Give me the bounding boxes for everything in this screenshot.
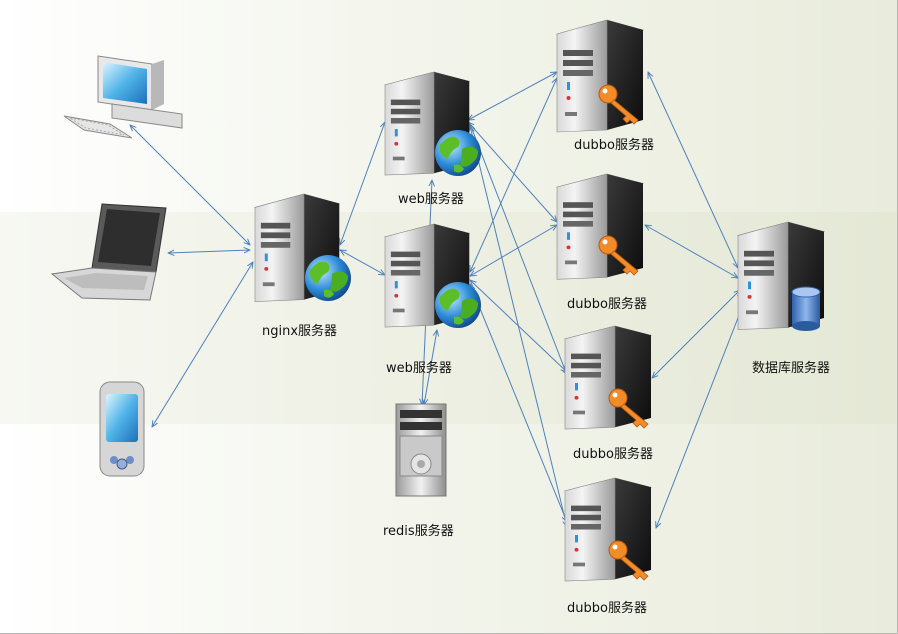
nginx-server-icon [254,193,351,303]
dubbo-server-1-icon [556,19,644,133]
redis-server-label: redis服务器 [383,524,454,539]
desktop-computer-icon [63,55,183,139]
dubbo-server-4-label: dubbo服务器 [567,601,647,616]
web-server-2-label: web服务器 [386,361,452,376]
dubbo-server-3-label: dubbo服务器 [573,447,653,462]
nginx-server-label: nginx服务器 [262,324,338,339]
dubbo-server-1-label: dubbo服务器 [574,138,654,153]
web-server-2-icon [384,223,481,328]
dubbo-server-4-icon [564,477,652,582]
dubbo-server-2-label: dubbo服务器 [567,297,647,312]
redis-server-icon [395,403,447,497]
dubbo-server-3-icon [564,325,652,430]
laptop-icon [50,203,167,301]
web-server-1-icon [384,71,481,176]
database-server-icon [737,221,825,331]
dubbo-server-2-icon [556,173,644,280]
database-server-label: 数据库服务器 [752,361,831,376]
mobile-device-icon [99,381,145,477]
connector-lines [130,72,745,528]
web-server-1-label: web服务器 [398,192,464,207]
